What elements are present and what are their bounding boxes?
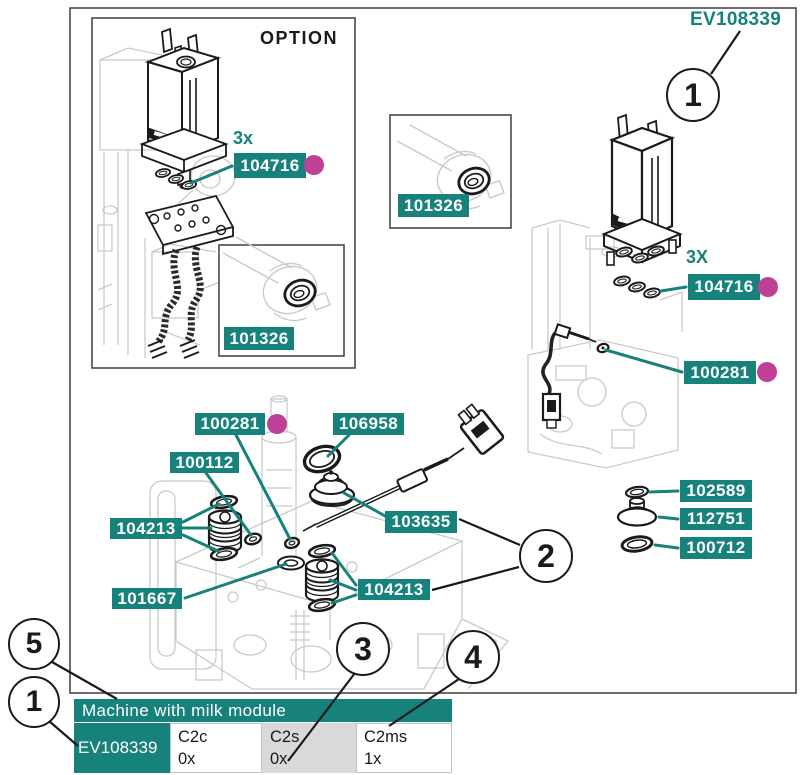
part-membrane [308, 470, 356, 508]
qty-label-right-3x: 3X [686, 247, 709, 267]
part-badge-112751: 112751 [680, 508, 752, 530]
table-row-header: EV108339 [74, 723, 170, 773]
model-label: C2s [270, 728, 300, 746]
part-badge-104213-left: 104213 [110, 518, 182, 539]
part-ring-100712 [620, 535, 654, 553]
part-ring-102589 [624, 485, 650, 499]
marker-dot-104716-option [304, 155, 324, 175]
callout-3: 3 [336, 622, 390, 676]
part-badge-104213-right: 104213 [358, 579, 430, 600]
part-badge-100281-right: 100281 [684, 361, 756, 384]
qty-value: 1x [364, 750, 382, 768]
part-manifold-option [144, 194, 235, 256]
table-cell-c2ms: C2ms 1x [356, 723, 452, 773]
table-cell-c2s: C2s 0x [262, 723, 356, 773]
qty-value: 0x [178, 750, 196, 768]
model-label: C2c [178, 728, 208, 746]
part-ring-100281-center [283, 536, 301, 550]
part-valve-112751 [616, 497, 658, 527]
part-badge-106958: 106958 [333, 413, 404, 435]
part-badge-104716-option: 104716 [234, 153, 306, 178]
part-badge-101667: 101667 [112, 588, 182, 609]
part-badge-102589: 102589 [680, 480, 752, 502]
qty-label-option-3x: 3x [233, 128, 254, 148]
variant-table: Machine with milk module EV108339 C2c 0x… [74, 699, 452, 773]
part-badge-101326-inset: 101326 [224, 327, 294, 350]
part-valve-stack-left [207, 493, 243, 563]
part-ring-100112 [243, 532, 263, 546]
table-row: EV108339 C2c 0x C2s 0x C2ms 1x [74, 723, 452, 773]
marker-dot-104716-right [758, 277, 778, 297]
callout-5: 5 [8, 618, 60, 670]
part-orings-right [612, 274, 662, 300]
part-solenoid-right [601, 113, 683, 266]
marker-dot-100281-right [757, 362, 777, 382]
part-solenoid-option [139, 27, 229, 190]
document-reference: EV108339 [690, 9, 782, 30]
part-badge-100281-center: 100281 [195, 413, 265, 435]
callout-2: 2 [519, 529, 573, 583]
model-label: C2ms [364, 728, 408, 746]
part-temp-probe [302, 403, 505, 532]
callout-4: 4 [446, 630, 500, 684]
part-oring-106958 [302, 444, 342, 474]
part-sensor-right [541, 323, 610, 429]
part-badge-100112: 100112 [170, 452, 239, 473]
sketch-right-machine [527, 219, 683, 469]
part-washer-101667 [277, 555, 305, 571]
part-valve-stack-right [304, 542, 340, 614]
qty-value: 0x [270, 750, 288, 768]
table-title: Machine with milk module [74, 699, 452, 723]
part-hoses-option [147, 245, 204, 359]
marker-dot-100281-center [267, 414, 287, 434]
callout-1-bottom: 1 [8, 676, 60, 728]
callout-1-top: 1 [666, 68, 720, 122]
part-badge-100712: 100712 [680, 537, 752, 559]
table-cell-c2c: C2c 0x [170, 723, 262, 773]
part-badge-101326-detail: 101326 [398, 194, 469, 217]
part-badge-104716-right: 104716 [688, 274, 760, 300]
option-box-title: OPTION [259, 28, 338, 48]
part-badge-103635: 103635 [385, 511, 457, 533]
